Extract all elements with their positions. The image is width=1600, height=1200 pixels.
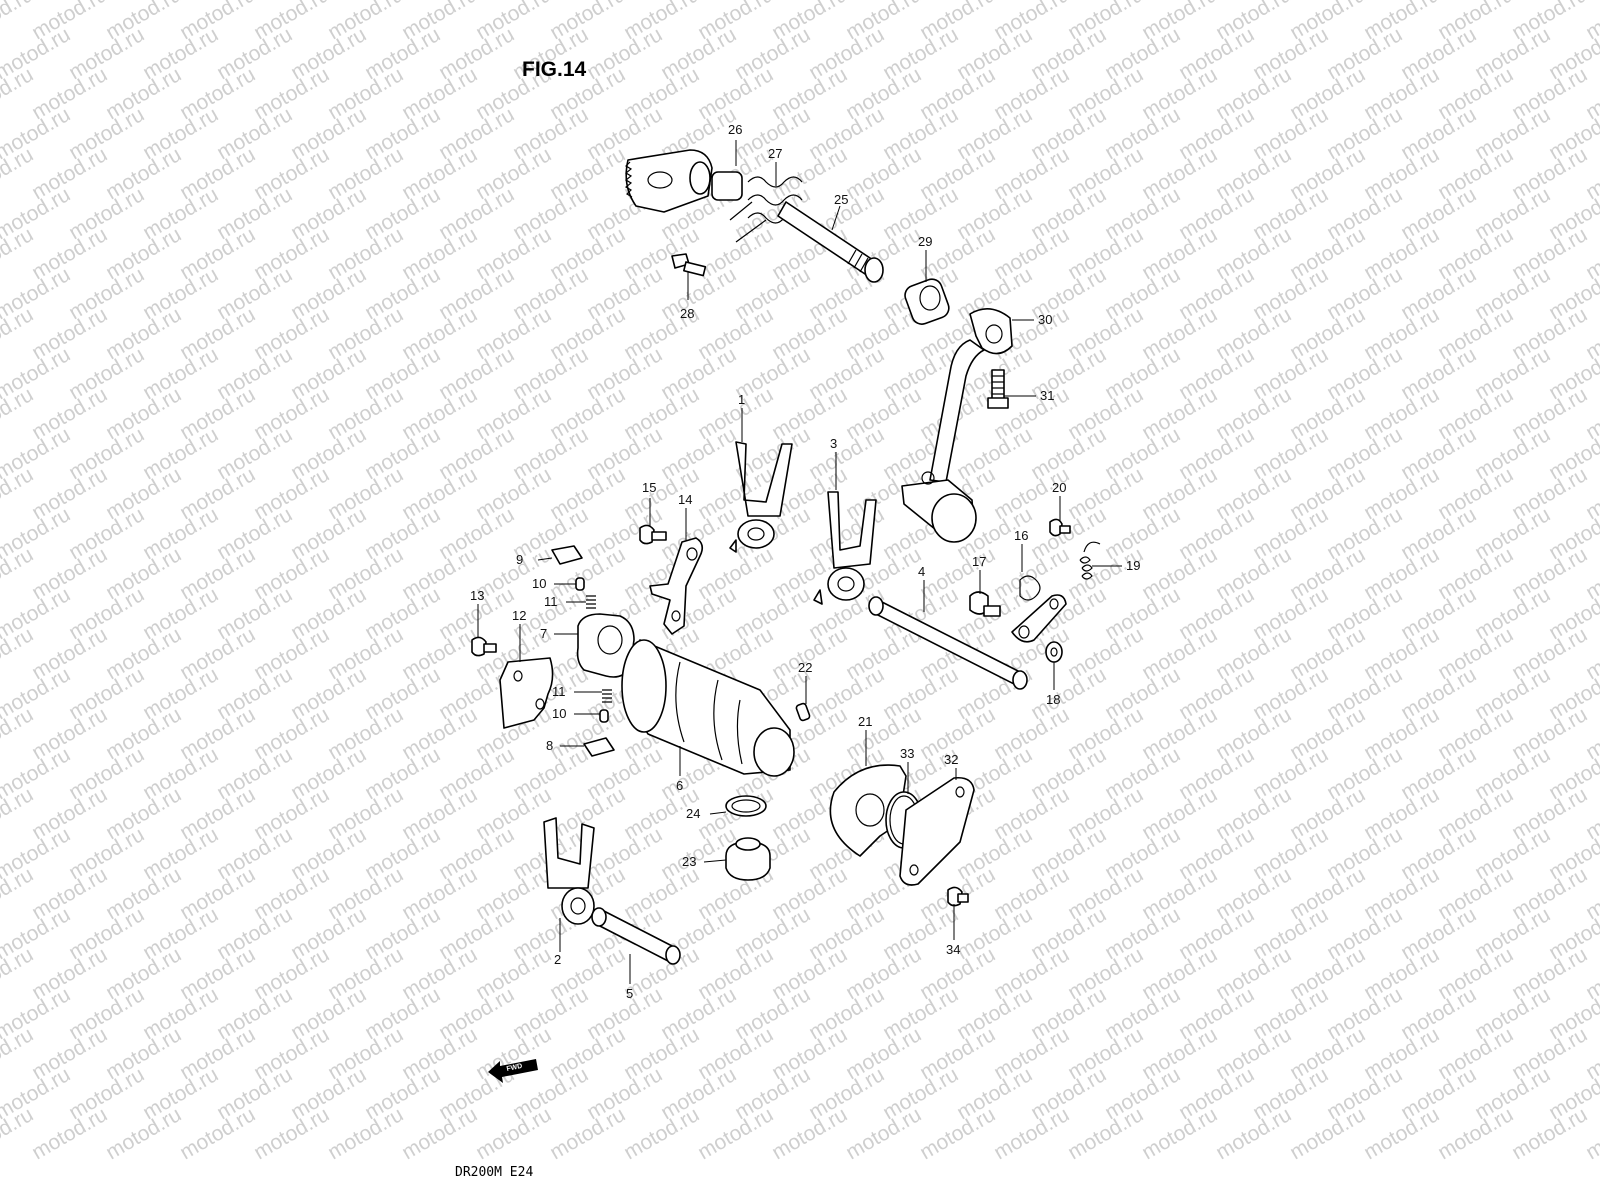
callout-1: 1 (738, 392, 745, 407)
callout-17: 17 (972, 554, 986, 569)
callout-24: 24 (686, 806, 700, 821)
callout-15: 15 (642, 480, 656, 495)
callout-27: 27 (768, 146, 782, 161)
callout-19: 19 (1126, 558, 1140, 573)
callout-25: 25 (834, 192, 848, 207)
callout-32: 32 (944, 752, 958, 767)
callout-16: 16 (1014, 528, 1028, 543)
callout-2: 2 (554, 952, 561, 967)
watermark-layer: motod.rumotod.rumotod.rumotod.rumotod.ru… (0, 0, 1600, 1164)
callout-4: 4 (918, 564, 925, 579)
part-28-bolt (671, 253, 707, 277)
callout-12: 12 (512, 608, 526, 623)
callout-6: 6 (676, 778, 683, 793)
part-10-pin-lower (599, 709, 609, 723)
callout-21: 21 (858, 714, 872, 729)
callout-33: 33 (900, 746, 914, 761)
callout-34: 34 (946, 942, 960, 957)
callout-11-upper: 11 (544, 594, 558, 609)
model-code: DR200M E24 (455, 1165, 533, 1180)
callout-10-upper: 10 (532, 576, 546, 591)
callout-13: 13 (470, 588, 484, 603)
callout-3: 3 (830, 436, 837, 451)
callout-23: 23 (682, 854, 696, 869)
callout-29: 29 (918, 234, 932, 249)
callout-9: 9 (516, 552, 523, 567)
callout-14: 14 (678, 492, 692, 507)
callout-8: 8 (546, 738, 553, 753)
callout-26: 26 (728, 122, 742, 137)
part-24-o-ring (725, 795, 767, 817)
callout-30: 30 (1038, 312, 1052, 327)
part-10-pin-upper (575, 577, 585, 591)
callout-31: 31 (1040, 388, 1054, 403)
part-9-cam-pin (551, 545, 583, 565)
callout-20: 20 (1052, 480, 1066, 495)
callout-28: 28 (680, 306, 694, 321)
callout-22: 22 (798, 660, 812, 675)
part-23-plug (725, 837, 771, 881)
callout-5: 5 (626, 986, 633, 1001)
callout-11-lower: 11 (552, 684, 566, 699)
part-18-washer (1045, 641, 1063, 663)
callout-7: 7 (540, 626, 547, 641)
callout-10-lower: 10 (552, 706, 566, 721)
callout-18: 18 (1046, 692, 1060, 707)
figure-title: FIG.14 (522, 58, 587, 81)
